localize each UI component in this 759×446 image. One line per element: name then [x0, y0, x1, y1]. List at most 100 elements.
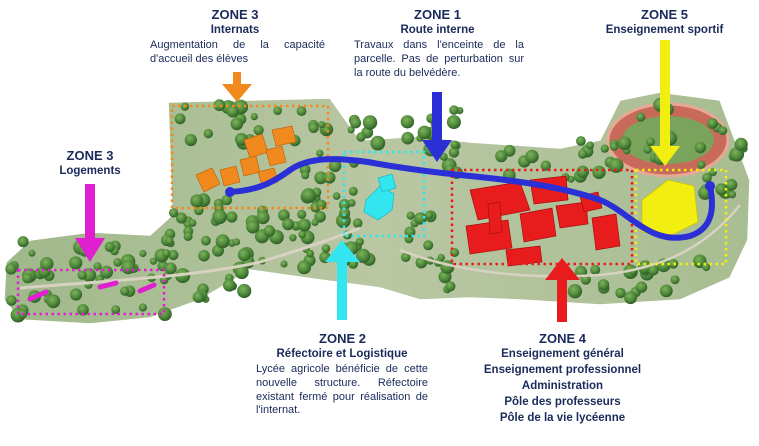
- tree: [174, 113, 186, 125]
- tree: [237, 283, 252, 299]
- tree: [401, 131, 415, 145]
- tree: [250, 113, 258, 121]
- tree: [158, 307, 172, 321]
- tree: [445, 281, 456, 292]
- tree: [400, 115, 415, 129]
- tree: [280, 260, 288, 268]
- zone3-logements-buildings: [27, 280, 157, 302]
- tree: [715, 183, 728, 196]
- tree: [414, 212, 427, 225]
- zone4-title: ZONE 4: [539, 331, 586, 346]
- down-arrow-icon: [222, 72, 252, 102]
- tree: [22, 273, 33, 284]
- tree: [576, 136, 586, 146]
- tree: [212, 209, 227, 225]
- up-arrow-icon: [325, 240, 360, 320]
- tree: [100, 265, 113, 279]
- tree: [316, 149, 324, 157]
- tree: [69, 256, 83, 270]
- tree: [617, 136, 632, 151]
- tree: [567, 284, 583, 299]
- tree: [348, 186, 358, 196]
- tree: [93, 262, 102, 271]
- tree: [659, 284, 673, 298]
- tree: [525, 149, 539, 164]
- tree: [321, 244, 331, 253]
- tree: [734, 137, 748, 151]
- tree: [6, 295, 17, 306]
- zone5-area: [634, 168, 728, 266]
- tree: [113, 258, 122, 267]
- tree: [646, 137, 655, 147]
- zone4-line: Enseignement général: [501, 348, 624, 360]
- tree: [356, 248, 371, 264]
- tree: [450, 140, 459, 149]
- down-arrow-icon: [422, 92, 452, 162]
- tree: [370, 135, 386, 151]
- tree: [707, 118, 718, 129]
- tree: [648, 264, 659, 276]
- tree: [215, 234, 230, 249]
- tree: [338, 199, 351, 211]
- tree: [636, 112, 646, 122]
- tree: [184, 133, 197, 147]
- tree: [586, 141, 594, 150]
- tree: [578, 149, 588, 159]
- tree: [417, 125, 432, 140]
- tree: [615, 287, 626, 299]
- tree: [246, 220, 260, 234]
- tree: [203, 128, 213, 139]
- tree: [190, 194, 204, 208]
- zone1-internal-road: [227, 156, 715, 241]
- tree: [77, 270, 87, 280]
- tree: [600, 144, 609, 153]
- tree: [175, 212, 187, 224]
- tree: [301, 171, 310, 180]
- tree: [162, 249, 171, 258]
- tree: [316, 199, 327, 210]
- tree: [28, 249, 36, 257]
- tree: [314, 171, 328, 185]
- zone1-title: ZONE 1: [414, 7, 461, 22]
- tree: [328, 159, 342, 173]
- tree: [111, 305, 121, 314]
- zone4-line: Administration: [521, 380, 604, 392]
- road-end-dot: [705, 181, 715, 191]
- zone2-area: [342, 150, 426, 238]
- tree: [138, 303, 147, 312]
- tree: [232, 238, 241, 246]
- zone3-internats-title: ZONE 3: [211, 7, 259, 22]
- zone2-description: Lycée agricole bénéficie de cette nouvel…: [256, 363, 428, 417]
- tree: [121, 259, 136, 275]
- tree: [590, 264, 601, 275]
- tree: [82, 268, 97, 282]
- tree: [188, 219, 197, 227]
- tree: [289, 234, 297, 242]
- tree: [5, 263, 17, 275]
- tree: [702, 172, 712, 183]
- tree: [256, 211, 270, 225]
- zone1-subtitle: Route interne: [400, 24, 475, 36]
- tree: [282, 218, 295, 231]
- tree: [702, 263, 711, 272]
- tree: [609, 142, 619, 151]
- tree: [718, 126, 728, 136]
- tree: [355, 237, 364, 246]
- secondary-road: [399, 204, 741, 278]
- tree: [540, 160, 551, 171]
- tree: [448, 147, 460, 158]
- tree: [168, 208, 179, 218]
- up-arrow-icon: [545, 258, 580, 322]
- tree: [221, 194, 233, 206]
- tree: [339, 207, 351, 219]
- tree: [495, 150, 508, 163]
- tree: [139, 249, 147, 258]
- tree: [183, 231, 193, 241]
- tree: [415, 256, 428, 269]
- tree: [400, 252, 411, 262]
- tree: [350, 117, 362, 129]
- tree: [624, 291, 637, 305]
- road-start-dot: [225, 187, 235, 197]
- down-arrow-icon: [75, 184, 105, 262]
